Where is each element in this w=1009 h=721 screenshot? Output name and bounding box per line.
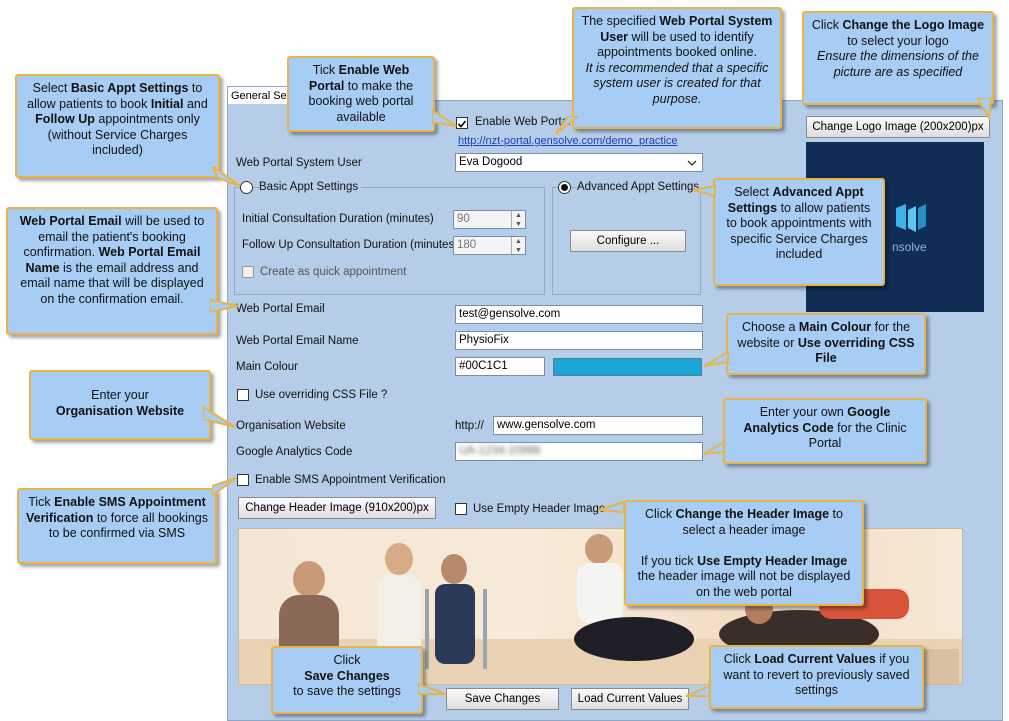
website-prefix: http://: [455, 420, 484, 432]
initial-duration-input[interactable]: 90 ▲▼: [453, 210, 526, 229]
logo-text: nsolve: [892, 240, 927, 254]
email-label: Web Portal Email: [236, 303, 325, 315]
advanced-appt-label: Advanced Appt Settings: [577, 181, 703, 193]
quick-appt-checkbox[interactable]: [242, 266, 254, 278]
main-colour-input[interactable]: #00C1C1: [455, 357, 545, 376]
configure-button[interactable]: Configure ...: [570, 230, 686, 252]
callout-website: Enter your Organisation Website: [29, 370, 211, 440]
advanced-appt-radio[interactable]: [558, 181, 571, 194]
empty-header-checkbox[interactable]: [455, 503, 467, 515]
email-input[interactable]: test@gensolve.com: [455, 305, 703, 324]
main-colour-value: #00C1C1: [459, 360, 508, 372]
initial-duration-value: 90: [457, 213, 470, 225]
change-logo-button[interactable]: Change Logo Image (200x200)px: [806, 116, 990, 138]
callout-pointer-icon: [203, 405, 236, 428]
css-file-checkbox[interactable]: [237, 389, 249, 401]
callout-pointer-icon: [212, 166, 241, 187]
colour-swatch[interactable]: [553, 358, 702, 376]
tab-general-settings[interactable]: General Settings: [227, 86, 289, 104]
callout-pointer-icon: [210, 298, 239, 314]
callout-system-user: The specified Web Portal System User wil…: [572, 7, 782, 129]
empty-header-label: Use Empty Header Image: [473, 503, 606, 515]
callout-advanced-appt: Select Advanced Appt Settings to allow p…: [713, 178, 885, 286]
spinner-icon[interactable]: ▲▼: [511, 211, 525, 228]
quick-appt-label: Create as quick appointment: [260, 266, 407, 278]
callout-basic-appt: Select Basic Appt Settings to allow pati…: [15, 74, 220, 178]
callout-logo: Click Change the Logo Image to select yo…: [802, 11, 994, 105]
callout-pointer-icon: [693, 184, 716, 198]
system-user-select[interactable]: Eva Dogood: [455, 153, 703, 172]
save-changes-button[interactable]: Save Changes: [446, 688, 559, 710]
callout-pointer-icon: [975, 98, 993, 120]
callout-pointer-icon: [212, 477, 237, 498]
portal-link[interactable]: http://nzt-portal.gensolve.com/demo_prac…: [458, 135, 678, 147]
sms-label: Enable SMS Appointment Verification: [255, 474, 446, 486]
analytics-label: Google Analytics Code: [236, 446, 353, 458]
basic-appt-radio[interactable]: [240, 181, 253, 194]
sms-checkbox[interactable]: [237, 474, 249, 486]
callout-pointer-icon: [704, 350, 729, 367]
system-user-label: Web Portal System User: [236, 157, 362, 169]
followup-duration-value: 180: [457, 239, 477, 251]
callout-pointer-icon: [555, 116, 580, 135]
change-header-button[interactable]: Change Header Image (910x200)px: [238, 497, 436, 519]
spinner-icon[interactable]: ▲▼: [511, 237, 525, 254]
email-name-input[interactable]: PhysioFix: [455, 331, 703, 350]
radio-selected-dot: [561, 184, 568, 191]
callout-pointer-icon: [418, 682, 447, 695]
followup-duration-input[interactable]: 180 ▲▼: [453, 236, 526, 255]
enable-web-portal-label: Enable Web Portal: [475, 116, 571, 128]
org-website-input[interactable]: www.gensolve.com: [493, 416, 703, 435]
main-colour-label: Main Colour: [236, 361, 298, 373]
org-website-value: www.gensolve.com: [497, 419, 596, 431]
analytics-value: UA-1234-10999: [459, 445, 541, 457]
followup-duration-label: Follow Up Consultation Duration (minutes…: [242, 239, 459, 251]
load-current-values-button[interactable]: Load Current Values: [571, 688, 689, 710]
system-user-value: Eva Dogood: [459, 156, 523, 168]
callout-pointer-icon: [686, 684, 711, 697]
email-value: test@gensolve.com: [459, 308, 561, 320]
email-name-value: PhysioFix: [459, 334, 509, 346]
chevron-down-icon: [687, 160, 697, 166]
callout-email: Web Portal Email will be used to email t…: [6, 207, 218, 335]
callout-colour: Choose a Main Colour for the website or …: [726, 313, 926, 375]
checkmark-icon: [457, 120, 467, 128]
analytics-input[interactable]: UA-1234-10999: [455, 442, 703, 461]
basic-appt-label: Basic Appt Settings: [259, 181, 362, 193]
callout-pointer-icon: [598, 500, 625, 514]
callout-sms: Tick Enable SMS Appointment Verification…: [17, 488, 217, 564]
css-file-label: Use overriding CSS File ?: [255, 389, 388, 401]
initial-duration-label: Initial Consultation Duration (minutes): [242, 213, 434, 225]
org-website-label: Organisation Website: [236, 420, 346, 432]
callout-enable-portal: Tick Enable Web Portal to make the booki…: [287, 56, 435, 132]
callout-pointer-icon: [704, 440, 725, 455]
callout-load: Click Load Current Values if you want to…: [709, 645, 924, 709]
callout-analytics: Enter your own Google Analytics Code for…: [723, 398, 927, 464]
callout-header-image: Click Change the Header Image to select …: [624, 500, 864, 606]
enable-web-portal-checkbox[interactable]: [456, 117, 468, 129]
callout-pointer-icon: [432, 108, 457, 127]
email-name-label: Web Portal Email Name: [236, 335, 359, 347]
gensolve-logo-icon: [896, 204, 926, 232]
basic-appt-group: [234, 187, 545, 295]
